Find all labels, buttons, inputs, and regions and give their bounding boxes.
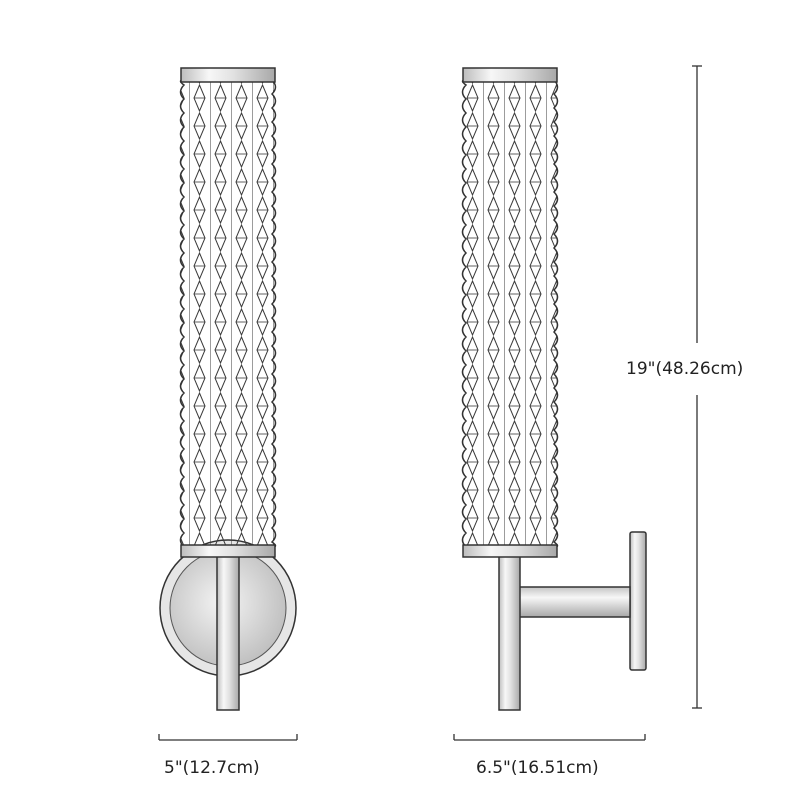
front-shade-bottom-cap xyxy=(180,544,276,558)
dimension-lines xyxy=(158,65,702,741)
side-stem xyxy=(498,554,521,711)
front-width-label: 5"(12.7cm) xyxy=(164,758,260,778)
height-dimension-line xyxy=(692,65,702,709)
side-view xyxy=(461,67,647,711)
side-width-label: 6.5"(16.51cm) xyxy=(476,758,599,778)
front-shade xyxy=(179,67,277,558)
side-shade-top-cap xyxy=(462,67,558,83)
front-stem xyxy=(216,554,240,711)
side-shade-body xyxy=(461,79,559,548)
side-wall-plate xyxy=(629,531,647,671)
front-width-dimension-line xyxy=(158,734,298,741)
front-view xyxy=(159,67,297,711)
height-label: 19"(48.26cm) xyxy=(626,359,744,379)
side-width-dimension-line xyxy=(453,734,646,741)
side-shade-bottom-cap xyxy=(462,544,558,558)
side-shade xyxy=(461,67,559,558)
front-shade-top-cap xyxy=(180,67,276,83)
side-arm xyxy=(513,586,631,618)
front-shade-body xyxy=(179,79,277,548)
